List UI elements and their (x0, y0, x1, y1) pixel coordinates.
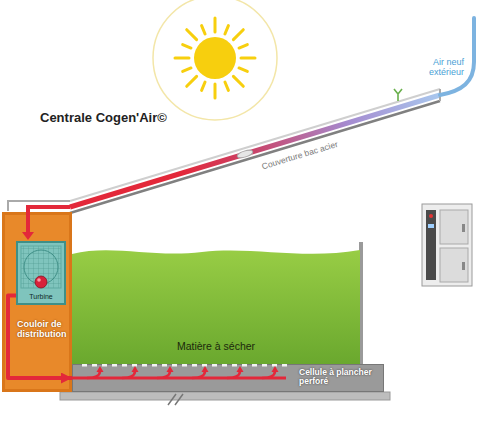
sun-ray (187, 76, 197, 86)
control-cabinet-part (440, 210, 468, 244)
airflow-arrowhead (132, 366, 139, 372)
control-cabinet-part (462, 262, 465, 270)
node-label: Matière à sécher (132, 340, 300, 352)
floor-airflow (72, 364, 287, 378)
sun-ray (187, 30, 197, 40)
sun-ray (233, 30, 243, 40)
airflow-arrowhead (22, 232, 34, 240)
airflow-arrowhead (202, 366, 209, 372)
sun-ray (214, 84, 217, 98)
perforation (262, 364, 267, 367)
perforation (82, 364, 87, 367)
perforation (112, 364, 117, 367)
airflow-arrowhead (272, 366, 279, 372)
perforation (142, 364, 147, 367)
turbine-box: Turbine (16, 241, 66, 305)
air-intake-label-holder: Air neuf extérieur (400, 57, 464, 78)
perforation (152, 364, 157, 367)
perforation (192, 364, 197, 367)
sun (175, 18, 255, 98)
perforation (212, 364, 217, 367)
sun-ray (214, 18, 217, 32)
distribution-corridor: Couloir de distribution Turbine (2, 212, 72, 392)
roof-part (236, 149, 253, 159)
sun-ray (225, 26, 228, 34)
sun-ray (241, 57, 255, 60)
turbine-grille (21, 246, 61, 288)
airflow-line (72, 377, 286, 380)
perforation (222, 364, 227, 367)
node-label: Turbine (18, 293, 64, 301)
control-cabinet-part (428, 224, 434, 228)
node-label: Couloir de distribution (17, 319, 69, 340)
sun-ray (225, 82, 228, 90)
perforation (122, 364, 127, 367)
airflow-branch (262, 371, 275, 378)
diagram-title: Centrale Cogen'Air© (40, 110, 167, 125)
sun-ray (183, 68, 191, 71)
antenna (394, 89, 402, 101)
roof-part (70, 89, 440, 201)
airflow-branch (227, 371, 240, 378)
roof-label-holder: Couverture bac acier (261, 140, 339, 172)
airflow-arrow (28, 207, 70, 233)
sun-ray (202, 26, 205, 34)
sun-halo (153, 0, 277, 120)
turbine-hub-highlight (37, 278, 41, 282)
roof-part (8, 201, 70, 211)
air-intake-label: Air neuf extérieur (400, 57, 464, 78)
sun-ray (239, 45, 247, 48)
perforation (132, 364, 137, 367)
perforation (92, 364, 97, 367)
perforation (272, 364, 277, 367)
title-holder: Centrale Cogen'Air© (40, 110, 167, 125)
roof-label: Couverture bac acier (261, 140, 339, 172)
perforation (182, 364, 187, 367)
floor-slab-part (168, 394, 183, 405)
control-cabinet-part (440, 248, 468, 282)
fresh-air-intake (440, 18, 474, 95)
floor-slab (60, 392, 390, 405)
airflow-branch (122, 371, 135, 378)
perforation (252, 364, 257, 367)
control-cabinet-part (422, 204, 472, 286)
perforation (102, 364, 107, 367)
sun-ray (202, 82, 205, 90)
perforated-floor-cell: Cellule à plancher perforé (72, 364, 384, 392)
roof (8, 89, 440, 213)
sun-disc (194, 37, 236, 79)
sun-ray (239, 68, 247, 71)
control-cabinet-part (462, 224, 465, 232)
perforation (282, 364, 287, 367)
perforation (202, 364, 207, 367)
airflow-branch (87, 371, 100, 378)
airflow-arrowhead (237, 366, 244, 372)
airflow-branch (157, 371, 170, 378)
airflow-connector (8, 295, 72, 378)
control-cabinet-part (429, 214, 433, 218)
material-surface (72, 250, 360, 364)
perforation (232, 364, 237, 367)
material-pile: Matière à sécher (72, 240, 360, 364)
turbine-hub (35, 276, 47, 288)
control-cabinet-part (426, 210, 436, 280)
airflow-arrowhead (97, 366, 104, 372)
perforation (242, 364, 247, 367)
sun-ray (183, 45, 191, 48)
node-label: Cellule à plancher perforé (299, 368, 379, 387)
sun-ray (175, 57, 189, 60)
control-cabinet (422, 204, 472, 286)
floor-slab-part (60, 392, 390, 400)
airflow-branch (192, 371, 205, 378)
airflow-arrowhead (167, 366, 174, 372)
perforation (162, 364, 167, 367)
sun-ray (233, 76, 243, 86)
perforation (172, 364, 177, 367)
